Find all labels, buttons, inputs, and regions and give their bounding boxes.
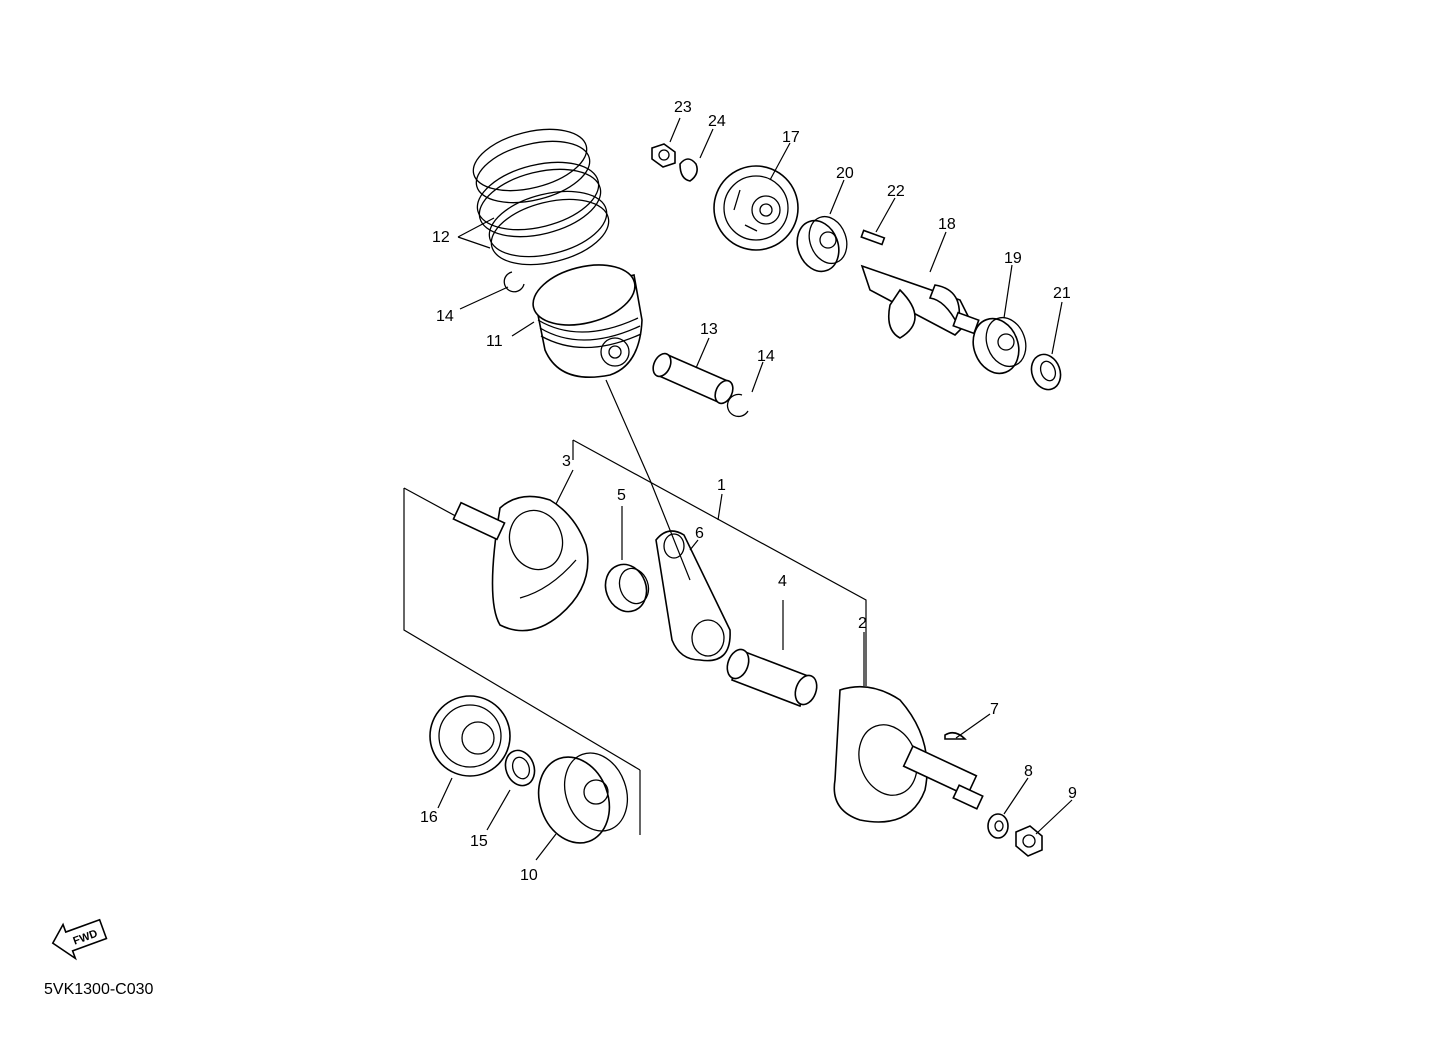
circlip-right: [726, 393, 749, 418]
oil-seal-21: [1030, 353, 1062, 391]
gear-17: [713, 165, 799, 251]
piston: [532, 264, 643, 378]
piston-rings: [472, 128, 610, 266]
callout-18: 18: [938, 216, 956, 233]
diagram-code: 5VK1300-C030: [44, 981, 154, 998]
callout-9: 9: [1068, 785, 1077, 802]
callout-21: 21: [1053, 285, 1071, 302]
crank-wheel-left: [452, 495, 589, 632]
callout-11: 11: [486, 333, 503, 350]
balancer-shaft-18: [860, 264, 980, 339]
callout-7: 7: [990, 701, 999, 718]
callout-20: 20: [836, 165, 854, 182]
leader-lines: [437, 117, 1073, 861]
callout-6: 6: [695, 525, 704, 542]
callout-5: 5: [617, 487, 626, 504]
crank-wheel-right: [833, 685, 984, 823]
crank-pin: [726, 648, 818, 708]
washer-8: [987, 813, 1009, 839]
callout-23: 23: [674, 99, 692, 116]
bearing-20: [796, 215, 848, 273]
woodruff-key-7: [944, 731, 967, 740]
callout-4: 4: [778, 573, 787, 590]
callout-17: 17: [782, 129, 800, 146]
callout-19: 19: [1004, 250, 1022, 267]
callout-1: 1: [717, 477, 726, 494]
nut-23: [651, 143, 676, 168]
bearing-19: [972, 316, 1027, 375]
callout-10: 10: [520, 867, 538, 884]
callout-16: 16: [420, 809, 438, 826]
callout-13: 13: [700, 321, 718, 338]
callout-14-top: 14: [436, 308, 454, 325]
nut-9: [1015, 825, 1043, 857]
piston-pin: [652, 352, 734, 405]
callout-labels: 23 24 17 20 22 18 19 21 12 14 11 13 14 3…: [420, 99, 1077, 884]
washer-15: [504, 749, 536, 787]
fwd-arrow-icon: FWD: [51, 918, 108, 961]
key-22: [860, 229, 886, 246]
callout-2: 2: [858, 615, 867, 632]
lock-washer-24: [679, 158, 698, 182]
callout-14-right: 14: [757, 348, 775, 365]
callout-24: 24: [708, 113, 726, 130]
callout-12: 12: [432, 229, 450, 246]
connecting-rod: [655, 530, 731, 662]
needle-bearing: [604, 563, 650, 613]
callout-22: 22: [887, 183, 905, 200]
callout-3: 3: [562, 453, 571, 470]
drive-gear-16: [429, 695, 511, 777]
bearing-10: [537, 752, 628, 844]
callout-15: 15: [470, 833, 488, 850]
circlip-left: [503, 271, 525, 293]
callout-8: 8: [1024, 763, 1033, 780]
